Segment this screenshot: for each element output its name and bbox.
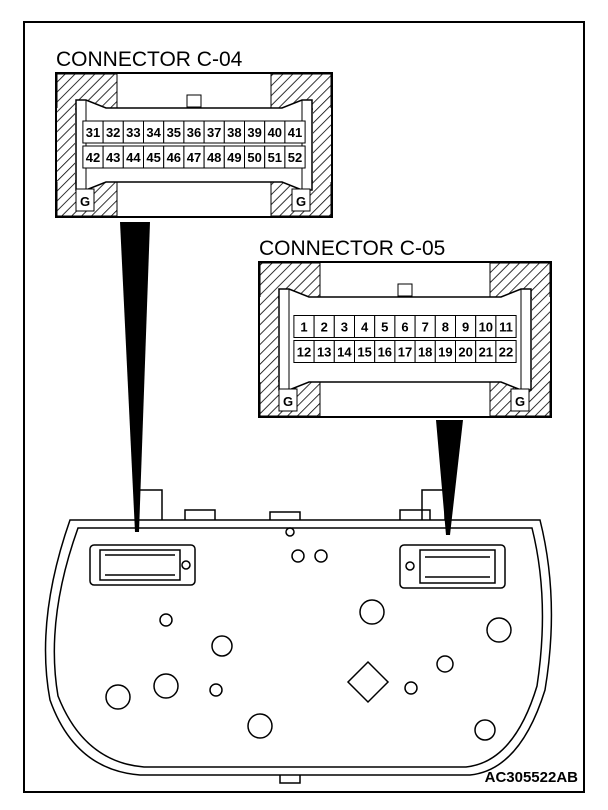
diamond-mark [346, 660, 390, 704]
pin-cell [284, 145, 306, 169]
pin-number: 8 [442, 320, 449, 335]
figure-code: AC305522AB [485, 769, 579, 786]
pin-cell [495, 315, 517, 338]
pin-number: 10 [479, 320, 493, 335]
pin-number: 16 [378, 345, 392, 360]
connector-key [186, 94, 202, 108]
pin-number: 11 [499, 320, 513, 335]
pin-number: 21 [479, 345, 493, 360]
pin-number: 33 [126, 125, 140, 140]
pin-number: 6 [401, 320, 408, 335]
c04-pointer [120, 222, 150, 532]
pin-number: 17 [398, 345, 412, 360]
pin-number: 46 [167, 150, 181, 165]
pin-number: 3 [341, 320, 348, 335]
connector-body [278, 288, 532, 391]
pin-number: 42 [86, 150, 100, 165]
pin-number: 47 [187, 150, 201, 165]
pin-number: 50 [247, 150, 261, 165]
pin-number: 51 [268, 150, 282, 165]
pin-number: 15 [357, 345, 371, 360]
pin-number: 31 [86, 125, 100, 140]
combination-meter [44, 489, 553, 784]
connector-key [397, 283, 413, 297]
pin-number: 14 [337, 345, 352, 360]
pin-number: 40 [268, 125, 282, 140]
pin-number: 48 [207, 150, 221, 165]
pin-number: 36 [187, 125, 201, 140]
pin-cell [284, 120, 306, 144]
pin-number: 13 [317, 345, 331, 360]
pin-number: 9 [462, 320, 469, 335]
ground-label: G [80, 194, 90, 209]
pin-number: 34 [146, 125, 161, 140]
pin-number: 49 [227, 150, 241, 165]
pin-number: 20 [458, 345, 472, 360]
pin-number: 12 [297, 345, 311, 360]
connector-c05-title: CONNECTOR C-05 [259, 237, 445, 260]
pin-number: 35 [167, 125, 181, 140]
pin-number: 1 [300, 320, 307, 335]
pin-number: 4 [361, 320, 369, 335]
ground-mark [75, 188, 95, 212]
pin-number: 44 [126, 150, 141, 165]
pin-number: 7 [422, 320, 429, 335]
connector-body [75, 99, 313, 191]
pin-number: 37 [207, 125, 221, 140]
pin-number: 32 [106, 125, 120, 140]
connector-c04-title: CONNECTOR C-04 [56, 48, 243, 71]
pin-number: 45 [146, 150, 160, 165]
pin-number: 38 [227, 125, 241, 140]
c05-pointer [436, 420, 463, 535]
c05-socket [399, 544, 506, 589]
ground-mark [291, 188, 311, 212]
c04-socket [89, 544, 196, 586]
pin-number: 43 [106, 150, 120, 165]
pin-number: 18 [418, 345, 432, 360]
ground-mark [510, 388, 530, 412]
pin-number: 39 [247, 125, 261, 140]
pin-number: 2 [321, 320, 328, 335]
ground-mark [278, 388, 298, 412]
ground-label: G [283, 394, 293, 409]
pin-cell [495, 340, 517, 363]
pin-number: 5 [381, 320, 388, 335]
ground-label: G [515, 394, 525, 409]
figure-frame [23, 21, 585, 793]
pin-number: 19 [438, 345, 452, 360]
pin-number: 22 [499, 345, 513, 360]
ground-label: G [296, 194, 306, 209]
pin-number: 52 [288, 150, 302, 165]
pin-number: 41 [288, 125, 302, 140]
connector-c04: 31 32 33 34 35 36 37 38 39 40 41 42 43 44 45 46 47 48 49 50… [55, 72, 333, 218]
